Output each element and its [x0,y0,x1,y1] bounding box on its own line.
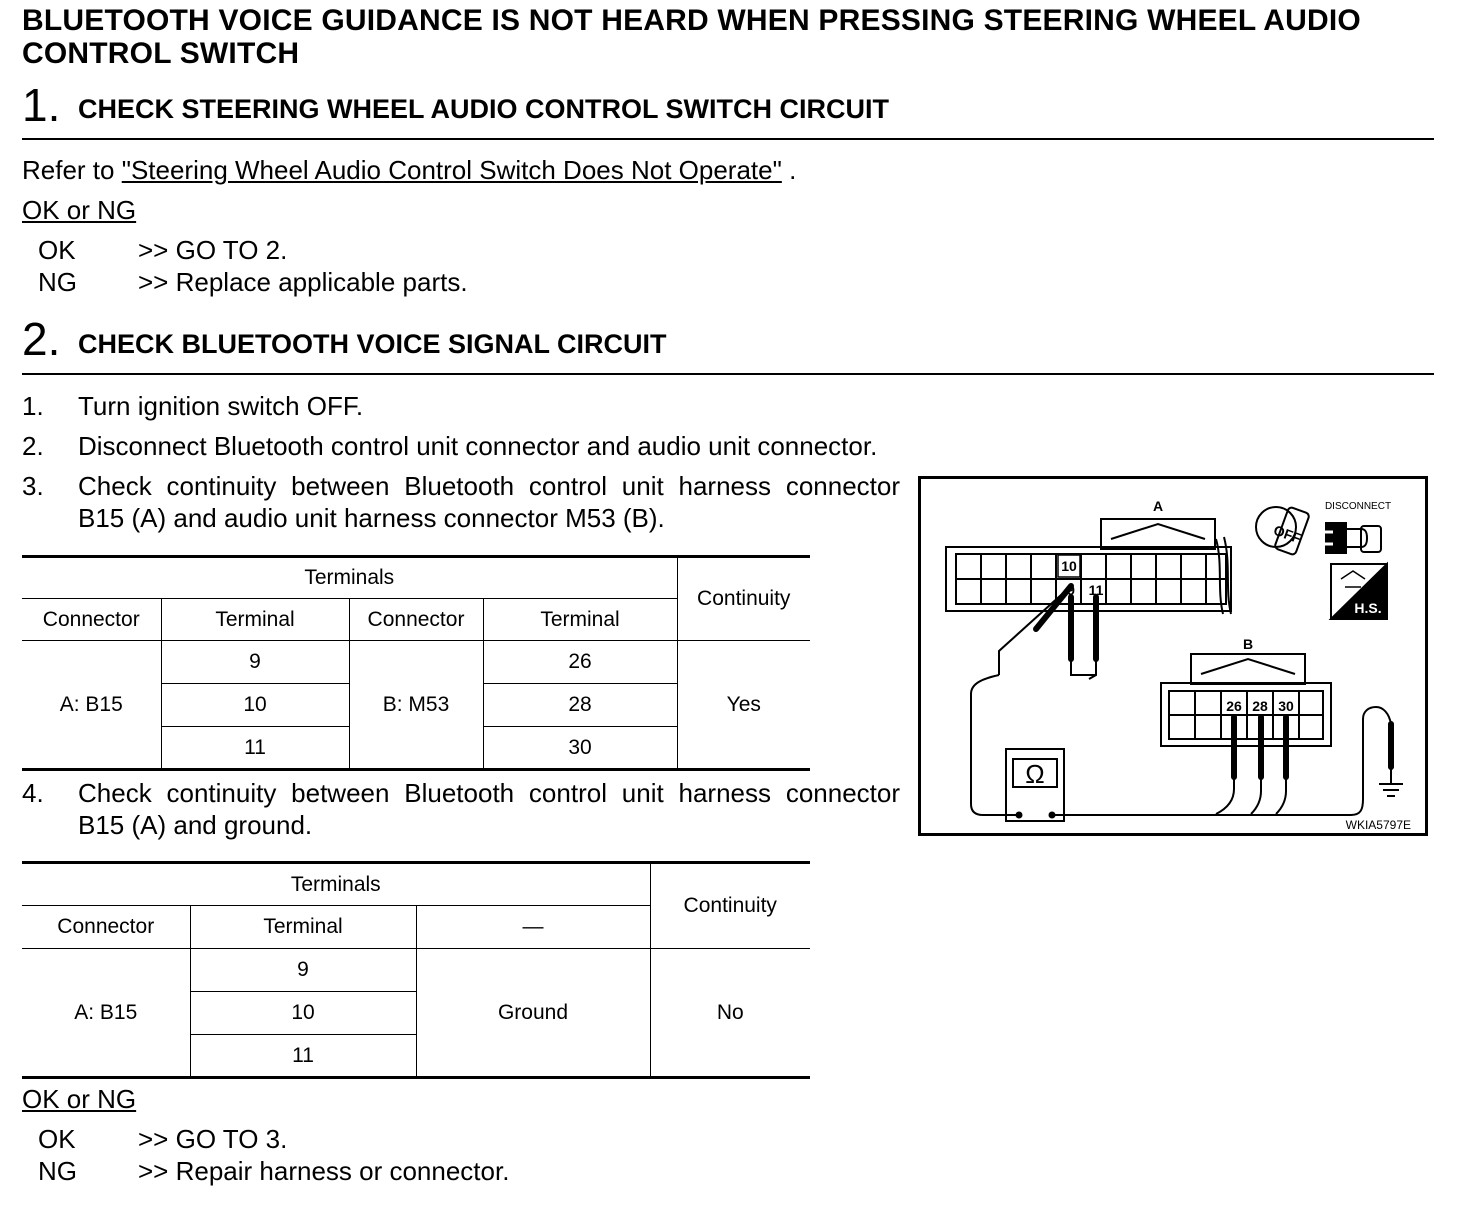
pin-10-label: 10 [1061,558,1077,574]
step-1-ng-value: >> Replace applicable parts. [138,267,468,297]
step-1-refer: Refer to "Steering Wheel Audio Control S… [22,155,796,185]
step-1-ok-value: >> GO TO 2. [138,235,288,265]
pin-26-label: 26 [1226,698,1242,714]
meter-terminal-left [1015,811,1023,819]
page-title: BLUETOOTH VOICE GUIDANCE IS NOT HEARD WH… [22,4,1361,70]
diagram-code: WKIA5797E [1346,818,1411,832]
table-1-terminal-b: 28 [482,683,677,727]
table-1-header-continuity: Continuity [676,556,810,641]
connector-b-label: B [1243,636,1253,652]
table-1-header-terminals: Terminals [22,556,678,599]
table-1-terminal-a: 11 [161,726,350,770]
pin-9-label: 9 [1067,582,1075,598]
step-2-ok-ng: OK or NG [22,1084,137,1114]
table-2-header-continuity: Continuity [649,862,810,949]
step-1-ok-ng: OK or NG [22,195,137,225]
step-1-number: 1. [22,79,61,131]
table-1-header-terminal-a: Terminal [160,598,350,641]
table-2-terminal: 11 [190,1034,416,1078]
hs-icon [1328,561,1388,620]
ohm-symbol: Ω [1025,759,1044,789]
table-1-connector-b: B: M53 [348,640,484,770]
table-2-terminal: 9 [189,948,417,992]
list-item-1-text: Turn ignition switch OFF. [78,391,364,421]
step-2-ng-value: >> Repair harness or connector. [138,1156,510,1186]
table-1-terminal-b: 30 [482,726,677,770]
connector-b [1160,653,1332,747]
table-2-header-dash: — [415,905,650,949]
disconnect-label: DISCONNECT [1325,501,1391,512]
refer-suffix: . [781,155,797,185]
table-1-terminal-a: 9 [160,640,350,684]
step-2-ok-value: >> GO TO 3. [138,1124,288,1154]
step-2-ok-key: OK [38,1124,76,1154]
step-1-ng-key: NG [38,267,77,297]
step-2-rule [22,373,1434,375]
list-item-3-text: Check continuity between Bluetooth contr… [78,471,900,533]
step-1-ok-key: OK [38,235,76,265]
list-item-2-number: 2. [22,431,44,461]
wiring-diagram: A B 10 9 11 26 28 30 Ω OFF DISCONNECT H.… [918,476,1428,836]
continuity-table-1: Terminals Continuity Connector Terminal … [22,555,810,771]
pin-30-label: 30 [1278,698,1294,714]
table-2-header-terminal: Terminal [189,905,417,949]
connector-a-label: A [1153,498,1163,514]
table-1-result: Yes [676,640,810,770]
table-1-terminal-a: 10 [161,683,350,727]
table-1-header-terminal-b: Terminal [482,598,677,641]
wiring-diagram-svg: A B 10 9 11 26 28 30 Ω OFF DISCONNECT H.… [945,498,1411,832]
meter-terminal-right [1048,811,1056,819]
step-2-number: 2. [22,313,61,365]
pin-28-label: 28 [1252,698,1268,714]
step-2-title: CHECK BLUETOOTH VOICE SIGNAL CIRCUIT [78,329,667,359]
table-2-header-terminals: Terminals [22,862,651,906]
key-off-icon [1255,506,1310,556]
step-2-ng-key: NG [38,1156,77,1186]
step-1-title: CHECK STEERING WHEEL AUDIO CONTROL SWITC… [78,94,890,124]
table-2-terminal: 10 [190,991,416,1035]
pin-cells [1057,554,1081,578]
disconnect-icon [1321,522,1382,554]
probes-b [1215,714,1289,815]
list-item-3-number: 3. [22,471,44,501]
continuity-table-2: Terminals Continuity Connector Terminal … [22,861,810,1079]
connector-a [945,518,1232,615]
probes-a [970,583,1099,695]
ground-symbol [1379,721,1403,797]
table-2-ground: Ground [415,948,651,1078]
list-item-4-text: Check continuity between Bluetooth contr… [78,778,900,840]
pin-11-label: 11 [1089,582,1104,598]
table-1-header-connector-b: Connector [348,598,484,641]
list-item-2-text: Disconnect Bluetooth control unit connec… [78,431,878,461]
ohmmeter [970,694,1392,822]
table-1-connector-a: A: B15 [22,640,162,770]
table-2-result: No [649,948,810,1078]
table-2-header-connector: Connector [22,905,191,949]
step-1-rule [22,138,1434,140]
hs-label: H.S. [1354,600,1381,616]
refer-link[interactable]: "Steering Wheel Audio Control Switch Doe… [121,155,782,185]
list-item-1-number: 1. [22,391,44,421]
list-item-4-number: 4. [22,778,44,808]
refer-prefix: Refer to [22,155,122,185]
table-1-terminal-b: 26 [482,640,678,684]
table-2-connector-a: A: B15 [22,948,191,1078]
table-1-header-connector-a: Connector [22,598,162,641]
